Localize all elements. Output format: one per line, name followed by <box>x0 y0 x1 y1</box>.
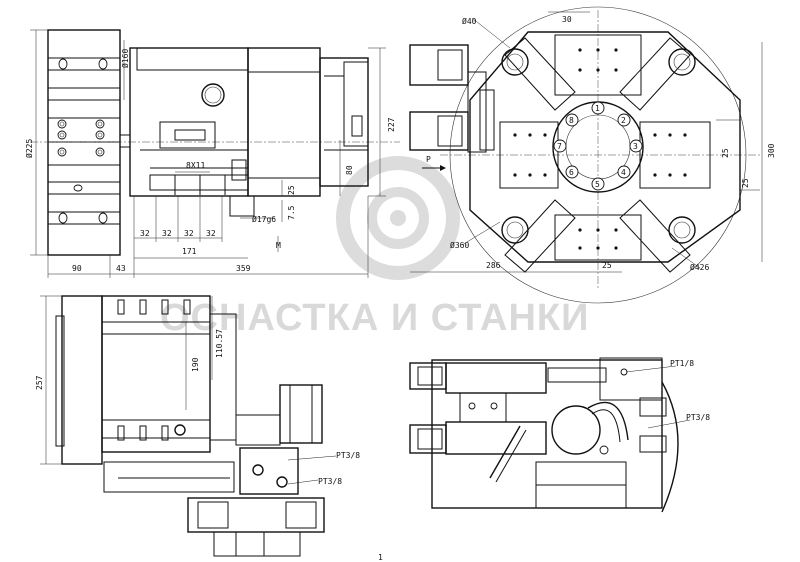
dim-d360: Ø360 <box>450 240 469 250</box>
dim-w25: 25 <box>602 261 612 270</box>
dim-d160: Ø160 <box>120 49 130 68</box>
label-pt18: PT1/8 <box>670 359 694 368</box>
dim-w359: 359 <box>236 264 251 273</box>
dim-8x11: 8X11 <box>186 161 205 170</box>
front-view: 257 190 110.57 PT3/8 PT3/8 <box>35 295 360 557</box>
station-4: 4 <box>621 168 626 177</box>
dim-h80: 80 <box>345 165 354 175</box>
label-pt38: PT3/8 <box>686 413 710 422</box>
dim-pitch-1: 32 <box>140 229 150 238</box>
station-1: 1 <box>595 104 600 113</box>
top-view: 1 2 3 4 5 6 7 8 Ø40 <box>409 6 776 304</box>
dim-h300: 300 <box>767 143 776 158</box>
dim-w286: 286 <box>486 261 501 270</box>
dim-h110-57: 110.57 <box>215 329 224 358</box>
station-3: 3 <box>633 142 638 151</box>
dim-v25a: 25 <box>721 148 730 158</box>
dim-a30: 30 <box>562 15 572 24</box>
dim-d426: Ø426 <box>690 262 709 272</box>
dim-d225: Ø225 <box>24 139 34 158</box>
page-mark: 1 <box>378 553 383 562</box>
label-pt38-b: PT3/8 <box>318 477 342 486</box>
dim-d17g6: Ø17g6 <box>252 214 276 224</box>
dim-w43: 43 <box>116 264 126 273</box>
watermark-text: ОСНАСТКА И СТАНКИ <box>160 297 589 339</box>
valve-view: PT1/8 PT3/8 <box>409 357 710 513</box>
dim-pitch-3: 32 <box>184 229 194 238</box>
dim-h7-5: 7.5 <box>287 205 296 220</box>
dim-v25b: 25 <box>741 178 750 188</box>
station-7: 7 <box>557 142 562 151</box>
dim-pitch-2: 32 <box>162 229 172 238</box>
station-8: 8 <box>569 116 574 125</box>
station-numbers: 1 2 3 4 5 6 7 8 <box>553 101 643 191</box>
dim-h257: 257 <box>35 375 44 390</box>
station-6: 6 <box>569 168 574 177</box>
station-5: 5 <box>595 180 600 189</box>
dim-h25: 25 <box>287 185 296 195</box>
label-pt38-a: PT3/8 <box>336 451 360 460</box>
station-2: 2 <box>621 116 626 125</box>
dim-pitch-4: 32 <box>206 229 216 238</box>
dim-h190: 190 <box>191 357 200 372</box>
dim-w90: 90 <box>72 264 82 273</box>
side-view: Ø225 Ø160 227 80 25 7.5 8X11 Ø17g6 32 32… <box>24 29 400 278</box>
label-m: M <box>276 241 281 250</box>
dim-h227: 227 <box>387 117 396 132</box>
watermark: ОСНАСТКА И СТАНКИ <box>160 156 589 339</box>
dim-w171: 171 <box>182 247 197 256</box>
dim-d40: Ø40 <box>462 16 477 26</box>
slots <box>504 37 691 273</box>
label-p: P <box>426 155 431 164</box>
